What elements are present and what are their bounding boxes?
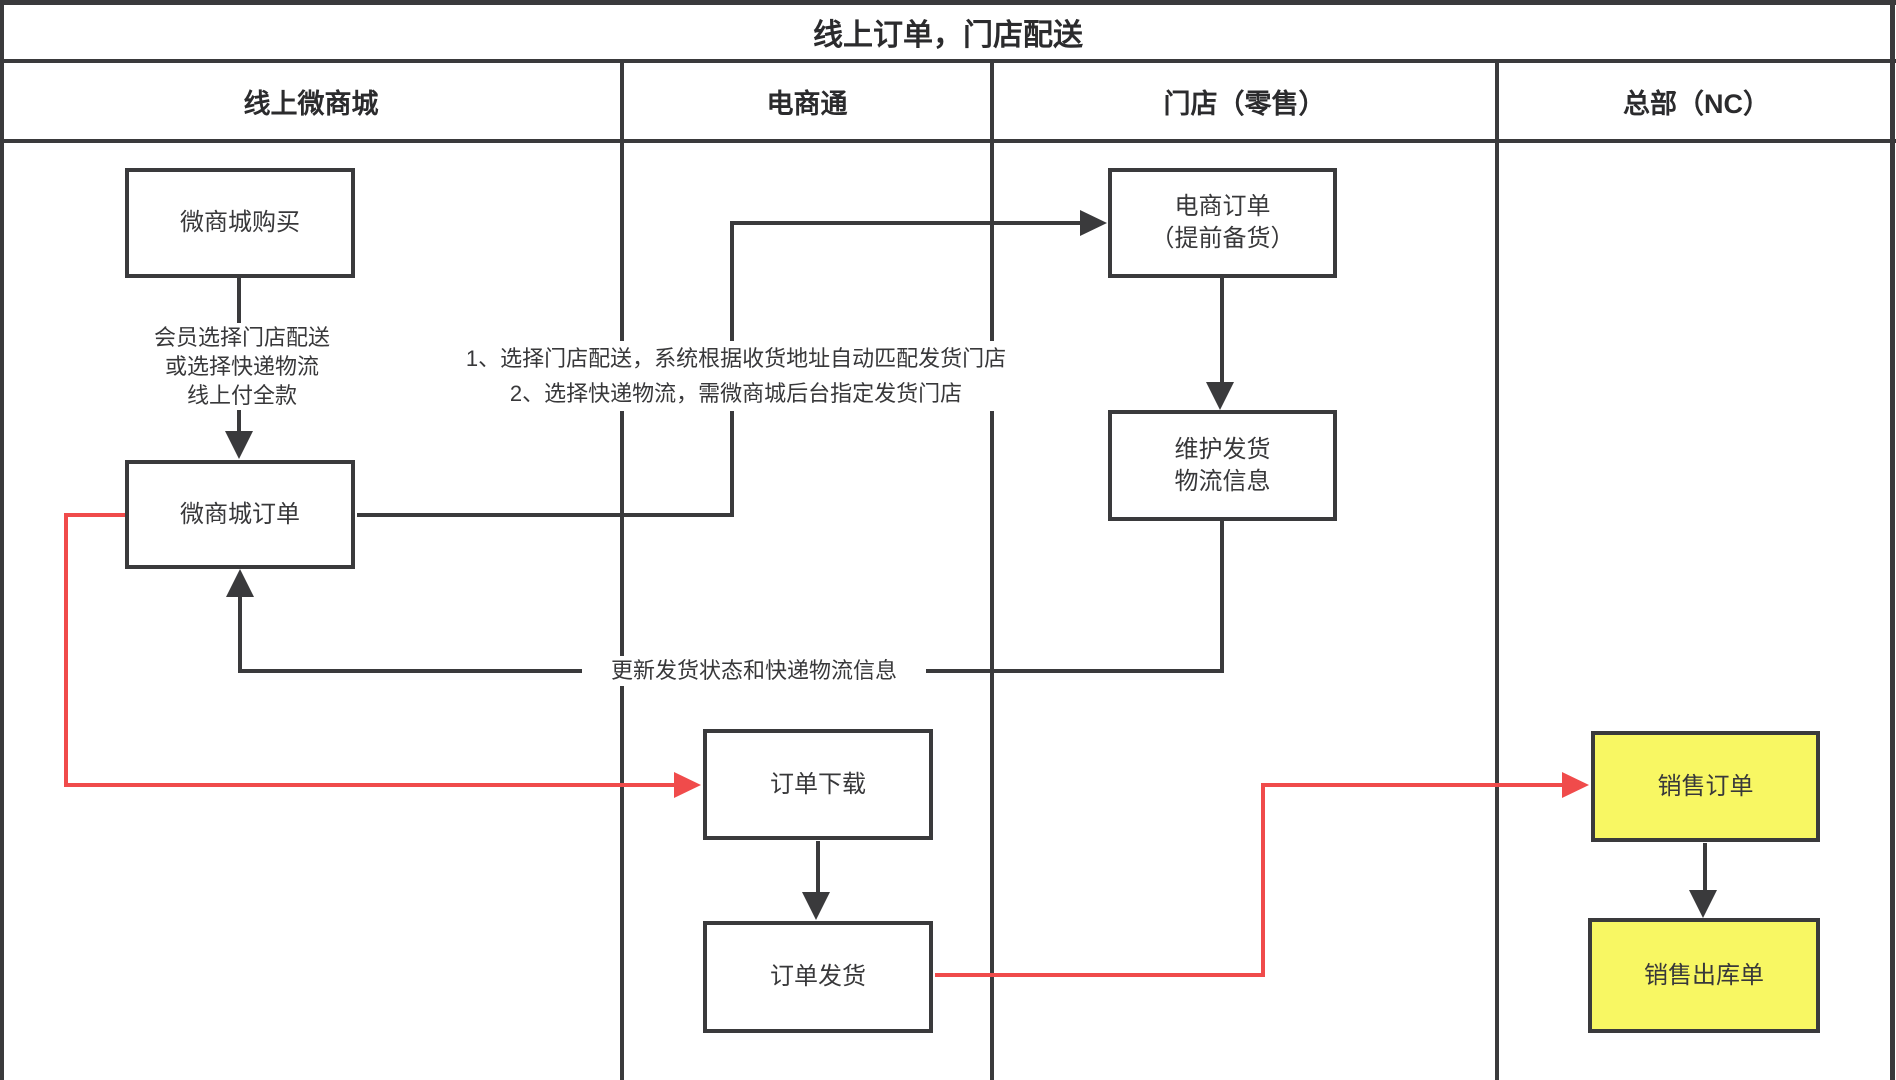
- edge-download-to-ship-shaft: [816, 841, 820, 895]
- node-maintain-logistics-line1: 维护发货: [1174, 435, 1271, 463]
- node-order-download-label: 订单下载: [770, 770, 866, 798]
- edge-saleorder-to-outbound-arrowhead: [1689, 890, 1717, 918]
- annotation-update-status: 更新发货状态和快递物流信息: [582, 656, 926, 686]
- edge-ship-to-saleorder-segment1: [935, 973, 1265, 977]
- edge-buy-to-order-arrowhead: [225, 431, 253, 459]
- annotation-member-choice: 会员选择门店配送 或选择快递物流 线上付全款: [122, 323, 362, 410]
- lane-header-store: 门店（零售）: [1163, 88, 1326, 119]
- annotation-delivery-rules: 1、选择门店配送，系统根据收货地址自动匹配发货门店 2、选择快递物流，需微商城后…: [400, 341, 1072, 411]
- annotation-member-choice-line1: 会员选择门店配送: [153, 325, 330, 350]
- edge-saleorder-to-outbound-shaft: [1703, 843, 1707, 893]
- lane-divider-1: [620, 59, 624, 1080]
- node-maintain-logistics-line2: 物流信息: [1174, 467, 1271, 495]
- node-sale-order: 销售订单: [1591, 731, 1820, 842]
- node-order-ship: 订单发货: [703, 921, 933, 1033]
- edge-ec-to-maintain-shaft: [1220, 278, 1224, 390]
- edge-order-to-download-segment1: [64, 513, 126, 517]
- title-row-divider: [0, 59, 1896, 63]
- edge-ship-to-saleorder-segment3: [1261, 783, 1562, 787]
- edge-order-to-download-segment3: [64, 783, 674, 787]
- frame-top-border: [0, 0, 1896, 5]
- node-ec-order: 电商订单 （提前备货）: [1108, 168, 1337, 278]
- node-ec-order-line2: （提前备货）: [1150, 225, 1295, 252]
- node-weishop-order-label: 微商城订单: [180, 500, 300, 528]
- edge-update-segment1: [1220, 521, 1224, 673]
- lane-divider-3: [1495, 59, 1499, 1080]
- lane-divider-2: [990, 59, 994, 1080]
- node-weishop-buy: 微商城购买: [125, 168, 355, 278]
- edge-ec-to-maintain-arrowhead: [1206, 382, 1234, 410]
- lane-header-ecommerce: 电商通: [766, 88, 848, 119]
- diagram-title: 线上订单，门店配送: [813, 19, 1083, 52]
- node-weishop-buy-label: 微商城购买: [180, 209, 300, 236]
- frame-right-border: [1890, 0, 1895, 1080]
- annotation-delivery-rule2: 2、选择快递物流，需微商城后台指定发货门店: [509, 381, 963, 406]
- node-sale-outbound: 销售出库单: [1588, 918, 1820, 1033]
- annotation-member-choice-line3: 线上付全款: [186, 383, 297, 408]
- node-order-ship-label: 订单发货: [770, 963, 866, 990]
- node-ec-order-line1: 电商订单: [1174, 193, 1271, 220]
- annotation-delivery-rule1: 1、选择门店配送，系统根据收货地址自动匹配发货门店: [465, 346, 1007, 371]
- node-weishop-order: 微商城订单: [125, 460, 355, 569]
- edge-download-to-ship-arrowhead: [802, 892, 830, 920]
- edge-order-to-download-segment2: [64, 513, 68, 787]
- annotation-member-choice-line2: 或选择快递物流: [164, 354, 319, 379]
- node-sale-order-label: 销售订单: [1657, 772, 1754, 800]
- edge-order-to-download-arrowhead: [674, 772, 701, 798]
- node-order-download: 订单下载: [703, 729, 933, 840]
- lane-header-hq: 总部（NC）: [1623, 88, 1770, 119]
- node-sale-outbound-label: 销售出库单: [1644, 961, 1764, 989]
- edge-order-to-ec-arrowhead: [1080, 210, 1107, 236]
- node-maintain-logistics: 维护发货 物流信息: [1108, 410, 1337, 521]
- edge-update-arrowhead: [226, 569, 254, 597]
- frame-left-border: [0, 0, 4, 1080]
- edge-ship-to-saleorder-arrowhead: [1562, 772, 1589, 798]
- header-row-divider: [0, 139, 1896, 143]
- lane-header-weishop: 线上微商城: [243, 88, 379, 119]
- edge-order-to-ec-segment3: [734, 221, 1080, 225]
- edge-ship-to-saleorder-segment2: [1261, 783, 1265, 977]
- edge-order-to-ec-segment1: [357, 513, 734, 517]
- edge-update-segment3: [238, 596, 242, 673]
